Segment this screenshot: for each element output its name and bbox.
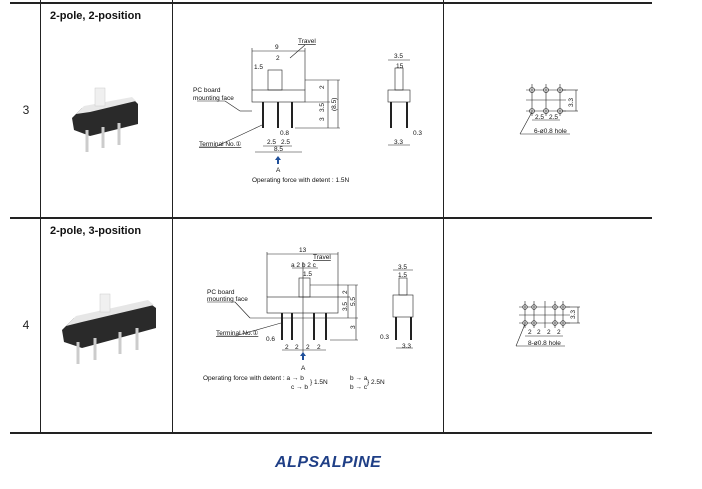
svg-text:Travel: Travel — [298, 38, 316, 45]
product-photo-2p2p — [72, 87, 138, 152]
svg-text:3.3: 3.3 — [570, 310, 577, 319]
svg-text:b → c: b → c — [350, 384, 368, 391]
svg-text:3: 3 — [350, 325, 357, 329]
svg-text:0.3: 0.3 — [413, 130, 422, 137]
svg-text:13: 13 — [299, 247, 307, 254]
row-divider — [10, 217, 652, 219]
svg-text:2: 2 — [319, 85, 326, 89]
row-title: 2-pole, 3-position — [50, 225, 142, 237]
svg-text:0.8: 0.8 — [280, 130, 289, 137]
svg-text:3.3: 3.3 — [394, 139, 403, 146]
svg-text:8.5: 8.5 — [274, 146, 283, 153]
svg-text:8-ø0.8 hole: 8-ø0.8 hole — [528, 340, 561, 347]
svg-text:5.5: 5.5 — [350, 297, 357, 306]
svg-text:Terminal No.①: Terminal No.① — [199, 140, 241, 148]
svg-text:3.5: 3.5 — [394, 53, 403, 60]
svg-text:PC board: PC board — [193, 87, 221, 94]
hole-pattern-2p2p — [519, 84, 578, 135]
svg-text:2.5: 2.5 — [281, 139, 290, 146]
table-top-border — [10, 2, 652, 4]
svg-text:b → a: b → a — [350, 375, 368, 382]
dimension-drawing-2p2p — [197, 44, 411, 153]
col-divider — [40, 0, 41, 433]
col-divider — [443, 0, 444, 433]
svg-text:6-ø0.8 hole: 6-ø0.8 hole — [534, 128, 567, 135]
view-arrow-icon — [300, 352, 306, 360]
svg-text:A: A — [301, 365, 306, 372]
svg-text:0.3: 0.3 — [380, 334, 389, 341]
svg-text:3.3: 3.3 — [568, 98, 575, 107]
svg-text:2: 2 — [317, 344, 321, 351]
svg-text:1.5: 1.5 — [254, 64, 263, 71]
svg-text:2: 2 — [285, 344, 289, 351]
hole-labels-2p2p: 3.3 2.5 2.5 6-ø0.8 hole — [534, 98, 575, 135]
svg-text:2.5: 2.5 — [267, 139, 276, 146]
svg-text:} 2.5N: } 2.5N — [367, 379, 385, 386]
svg-text:9: 9 — [275, 44, 279, 51]
svg-text:2: 2 — [276, 55, 280, 62]
table-bottom-border — [10, 432, 652, 434]
svg-text:3.5: 3.5 — [319, 103, 326, 112]
svg-text:2: 2 — [342, 290, 349, 294]
dimension-labels-2p2p: 9 Travel 2 1.5 PC board mounting face 2 … — [193, 38, 422, 184]
svg-text:3.5: 3.5 — [342, 302, 349, 311]
svg-text:2: 2 — [547, 329, 551, 336]
svg-text:1.5: 1.5 — [303, 271, 312, 278]
row-number: 3 — [22, 103, 30, 117]
svg-text:3.5: 3.5 — [398, 264, 407, 271]
svg-text:1.5: 1.5 — [398, 272, 407, 279]
view-arrow-icon — [275, 156, 281, 164]
alpsalpine-logo: ALPSALPINE — [275, 454, 382, 471]
svg-text:Operating force with detent :: Operating force with detent : a → b — [203, 375, 304, 382]
svg-text:2: 2 — [295, 344, 299, 351]
row-title: 2-pole, 2-position — [50, 10, 142, 22]
svg-text:Terminal No.①: Terminal No.① — [216, 329, 258, 337]
dimension-labels-2p3p: 13 Travel a 2 b 2 c 1.5 PC board mountin… — [203, 247, 411, 391]
svg-text:} 1.5N: } 1.5N — [310, 379, 328, 386]
svg-text:A: A — [276, 167, 281, 174]
row-number: 4 — [22, 318, 30, 332]
svg-text:0.6: 0.6 — [266, 336, 275, 343]
svg-text:2.5: 2.5 — [535, 114, 544, 121]
svg-text:2.5: 2.5 — [549, 114, 558, 121]
svg-text:3: 3 — [319, 117, 326, 121]
svg-text:a 2 b 2 c: a 2 b 2 c — [291, 262, 317, 269]
svg-text:c → b: c → b — [291, 384, 308, 391]
svg-text:3.3: 3.3 — [402, 343, 411, 350]
product-photo-2p3p — [62, 293, 156, 364]
svg-text:2: 2 — [306, 344, 310, 351]
svg-text:Operating force with detent :: Operating force with detent : 1.5N — [252, 177, 349, 184]
svg-text:(8.5): (8.5) — [331, 98, 338, 111]
svg-text:PC board: PC board — [207, 289, 235, 296]
col-divider — [172, 0, 173, 433]
svg-text:2: 2 — [528, 329, 532, 336]
dimension-drawing-2p3p — [207, 252, 414, 355]
svg-text:Travel: Travel — [313, 254, 331, 261]
svg-text:mounting face: mounting face — [207, 296, 248, 303]
hole-labels-2p3p: 3.3 2 2 2 2 8-ø0.8 hole — [528, 310, 577, 347]
hole-pattern-2p3p — [515, 301, 580, 347]
svg-text:mounting face: mounting face — [193, 95, 234, 102]
svg-text:2: 2 — [537, 329, 541, 336]
svg-text:15: 15 — [396, 63, 404, 70]
svg-text:2: 2 — [557, 329, 561, 336]
